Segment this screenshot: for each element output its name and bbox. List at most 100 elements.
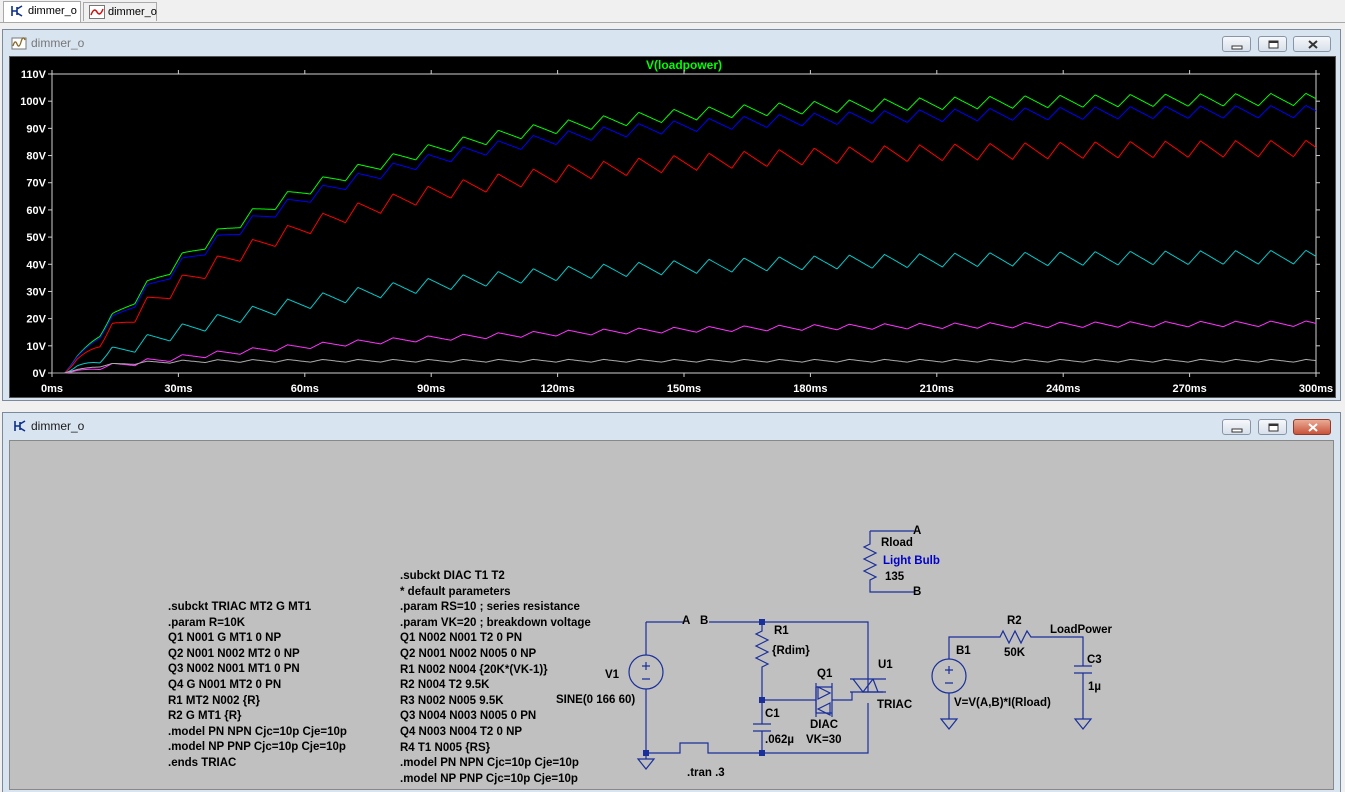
- rload-value-label[interactable]: 135: [885, 571, 905, 583]
- c1-value-label[interactable]: .062µ: [765, 734, 795, 746]
- rload-net-a-label[interactable]: A: [913, 525, 922, 537]
- window-title-bar[interactable]: dimmer_o: [3, 413, 1340, 440]
- netlist-line: .param VK=20 ; breakdown voltage: [400, 616, 591, 629]
- restore-button[interactable]: [1257, 419, 1287, 435]
- ground-symbol: [1073, 718, 1093, 730]
- x-tick-label: 210ms: [920, 383, 954, 395]
- netlist-line: R4 T1 N005 {RS}: [400, 741, 491, 754]
- schematic-window[interactable]: dimmer_o .subckt TRIAC MT2 G MT1.param R…: [2, 412, 1341, 792]
- window-controls: [1220, 36, 1331, 53]
- r1-name-label[interactable]: R1: [774, 625, 789, 637]
- capacitor-c1-symbol: [753, 700, 771, 753]
- tab-label: dimmer_o: [108, 6, 157, 18]
- q1-param-label[interactable]: VK=30: [806, 734, 842, 746]
- c3-name-label[interactable]: C3: [1087, 654, 1102, 666]
- netlist-line: R2 G MT1 {R}: [168, 710, 242, 723]
- series-line-3: [52, 139, 1317, 374]
- u1-model-label[interactable]: TRIAC: [877, 699, 913, 711]
- y-tick-label: 40V: [26, 259, 46, 271]
- netlist-line: R1 MT2 N002 {R}: [168, 694, 261, 707]
- netlist-line: .model PN NPN Cjc=10p Cje=10p: [400, 757, 579, 770]
- ground-symbol: [939, 718, 959, 730]
- tab-schematic[interactable]: dimmer_o: [3, 1, 81, 22]
- netlist-line: .subckt DIAC T1 T2: [400, 570, 505, 582]
- rload-name-label[interactable]: Rload: [881, 537, 913, 549]
- x-tick-label: 180ms: [793, 383, 827, 395]
- close-icon: [1308, 40, 1318, 49]
- x-tick-label: 30ms: [164, 383, 192, 395]
- c1-name-label[interactable]: C1: [765, 708, 780, 720]
- v1-value-label[interactable]: SINE(0 166 60): [556, 694, 636, 706]
- waveform-window-icon: [11, 37, 27, 50]
- y-tick-label: 90V: [26, 123, 46, 135]
- x-tick-label: 300ms: [1299, 383, 1333, 395]
- netlist-line: .model PN NPN Cjc=10p Cje=10p: [168, 725, 347, 738]
- netlist-line: Q2 N001 N002 MT2 0 NP: [168, 647, 300, 660]
- y-tick-label: 80V: [26, 151, 46, 163]
- x-tick-label: 120ms: [540, 383, 574, 395]
- tran-directive[interactable]: .tran .3: [687, 767, 725, 779]
- netlist-line: .param RS=10 ; series resistance: [400, 601, 580, 614]
- restore-icon: [1268, 423, 1279, 432]
- series-line-6: [52, 358, 1317, 374]
- x-tick-label: 150ms: [667, 383, 701, 395]
- window-title: dimmer_o: [31, 419, 85, 433]
- y-tick-label: 20V: [26, 314, 46, 326]
- waveform-chart[interactable]: V(loadpower)0V10V20V30V40V50V60V70V80V90…: [10, 57, 1335, 397]
- q1-name-label[interactable]: Q1: [817, 668, 833, 680]
- tab-label: dimmer_o: [28, 5, 77, 17]
- minimize-icon: [1231, 45, 1243, 50]
- r1-value-label[interactable]: {Rdim}: [772, 645, 810, 657]
- net-label-b[interactable]: B: [700, 615, 709, 627]
- netlist-line: .model NP PNP Cjc=10p Cje=10p: [400, 772, 578, 785]
- netlist-line: .param R=10K: [168, 616, 246, 629]
- netlist-line: Q4 G N001 MT2 0 PN: [168, 678, 282, 691]
- diac-subckt-netlist[interactable]: .subckt DIAC T1 T2 * default parameters .p…: [400, 569, 591, 787]
- schematic-wiring: [628, 530, 1093, 770]
- netlist-line: * default parameters: [400, 585, 511, 598]
- chart-title: V(loadpower): [646, 58, 722, 72]
- netlist-line: Q1 N002 N001 T2 0 PN: [400, 632, 523, 645]
- rload-description-label[interactable]: Light Bulb: [883, 555, 940, 567]
- series-line-1: [52, 92, 1317, 374]
- close-button[interactable]: [1293, 419, 1331, 435]
- r2-value-label[interactable]: 50K: [1004, 647, 1026, 659]
- rload-net-b-label[interactable]: B: [913, 586, 922, 598]
- y-tick-label: 30V: [26, 286, 46, 298]
- window-controls: [1220, 419, 1331, 436]
- net-label-loadpower[interactable]: LoadPower: [1050, 624, 1112, 636]
- v1-name-label[interactable]: V1: [605, 669, 620, 681]
- series-line-5: [52, 320, 1317, 374]
- restore-button[interactable]: [1257, 36, 1287, 52]
- x-tick-label: 240ms: [1046, 383, 1080, 395]
- c3-value-label[interactable]: 1µ: [1088, 681, 1102, 693]
- window-title-bar[interactable]: dimmer_o: [3, 30, 1340, 57]
- u1-name-label[interactable]: U1: [878, 659, 893, 671]
- r2-name-label[interactable]: R2: [1007, 615, 1022, 627]
- y-tick-label: 110V: [21, 69, 47, 81]
- y-tick-label: 10V: [26, 341, 46, 353]
- ground-symbol: [636, 758, 656, 770]
- resistor-r1-symbol: [754, 622, 770, 700]
- capacitor-c3-symbol: [1074, 665, 1092, 719]
- netlist-line: Q3 N004 N003 N005 0 PN: [400, 710, 537, 723]
- q1-model-label[interactable]: DIAC: [810, 719, 839, 731]
- minimize-icon: [1231, 428, 1243, 433]
- y-tick-label: 100V: [20, 96, 46, 108]
- netlist-line: Q4 N003 N004 T2 0 NP: [400, 725, 523, 738]
- tab-waveform[interactable]: dimmer_o: [83, 2, 157, 21]
- minimize-button[interactable]: [1222, 419, 1252, 435]
- minimize-button[interactable]: [1222, 36, 1252, 52]
- net-label-a[interactable]: A: [682, 615, 691, 627]
- restore-icon: [1268, 40, 1279, 49]
- close-button[interactable]: [1293, 36, 1331, 52]
- b1-value-label[interactable]: V=V(A,B)*I(Rload): [954, 697, 1051, 709]
- netlist-line: .ends TRIAC: [168, 756, 237, 769]
- y-tick-label: 60V: [26, 205, 46, 217]
- netlist-line: Q1 N001 G MT1 0 NP: [168, 632, 282, 645]
- b1-name-label[interactable]: B1: [956, 645, 971, 657]
